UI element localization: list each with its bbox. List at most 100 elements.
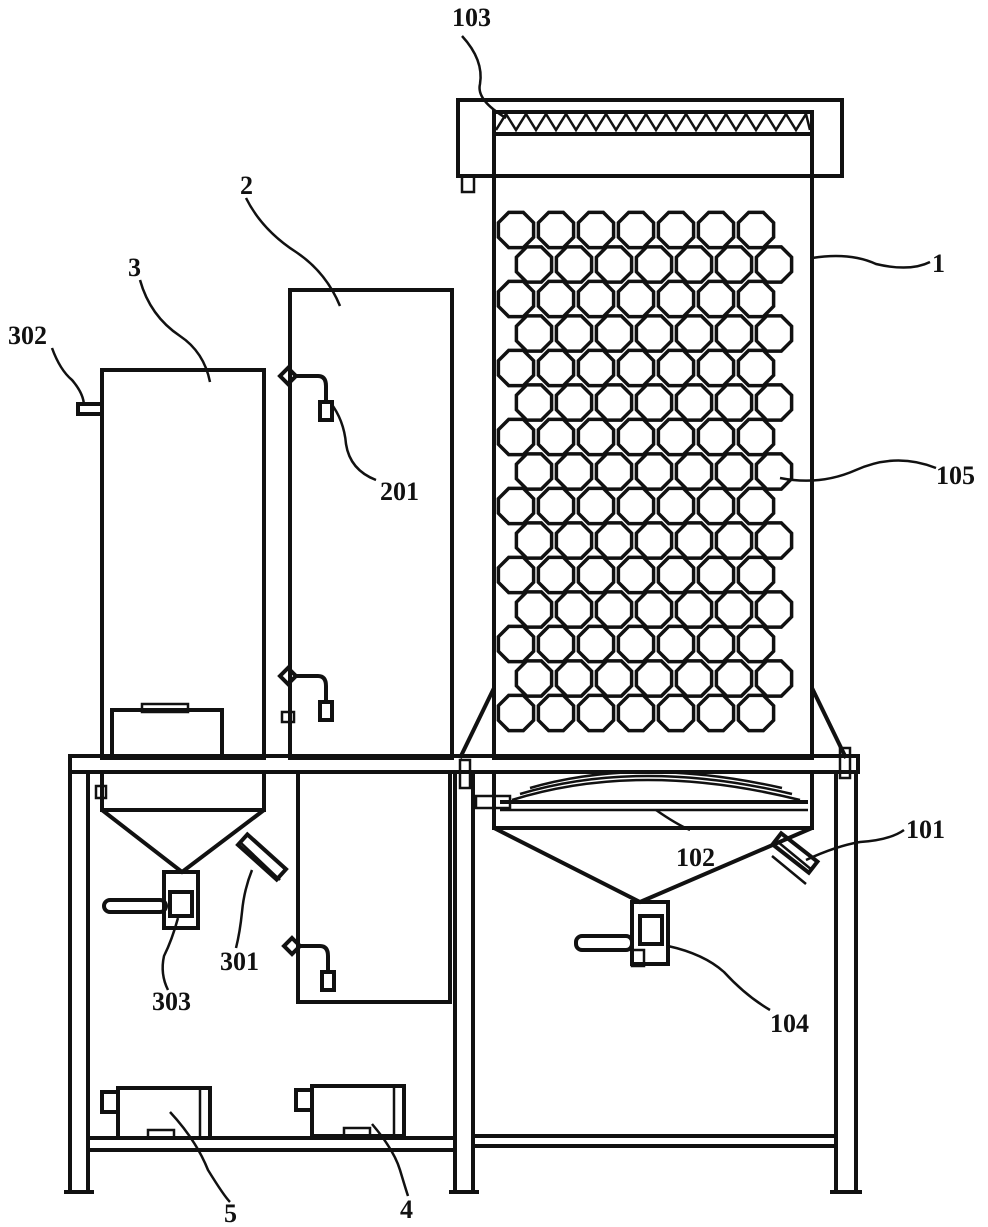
packing-ball [656,348,696,388]
packing-ball [736,555,776,595]
packing-ball [616,417,656,457]
label-102: 102 [676,843,715,872]
packing-ball [536,348,576,388]
packing-ball [616,555,656,595]
packing-ball [736,624,776,664]
gauge-fitting-low [281,935,336,992]
packing-ball [616,210,656,250]
packing-ball [554,659,594,698]
label-105: 105 [936,461,975,490]
packing-ball [754,383,794,422]
packing-ball [736,210,776,250]
packing-ball [754,245,794,284]
top-distributor-103 [456,98,844,178]
packing-ball [634,383,674,422]
packing-ball [576,417,616,457]
label-301: 301 [220,947,259,976]
packing-ball [594,314,634,353]
label-201: 201 [380,477,419,506]
packing-ball [536,279,576,319]
packing-ball [696,417,736,457]
packing-ball [594,590,634,629]
packing-ball [754,314,794,353]
packing-ball [754,659,794,698]
packing-ball [634,659,674,698]
packing-ball [616,348,656,388]
packing-ball [496,279,536,319]
packing-ball [634,314,674,353]
packing-ball [656,555,696,595]
packing-ball [554,245,594,284]
packing-ball [496,624,536,664]
packing-ball [554,590,594,629]
packing-ball [536,624,576,664]
packing-ball [514,452,554,491]
packing-ball [674,452,714,491]
packing-ball [754,590,794,629]
packing-ball [714,590,754,629]
packing-ball [514,590,554,629]
packing-ball [714,383,754,422]
packing-ball [594,521,634,560]
label-101: 101 [906,815,945,844]
label-4: 4 [400,1195,413,1224]
packing-ball [674,314,714,353]
packing-ball [736,279,776,319]
packing-ball [616,624,656,664]
label-302: 302 [8,321,47,350]
packed-column-1 [456,98,848,968]
packing-ball [576,624,616,664]
packing-ball [736,486,776,526]
support-frame [64,746,862,1194]
leader-lines [50,35,937,1203]
reference-labels: 103 1 2 3 302 201 105 101 102 104 301 30… [8,3,975,1227]
outlet-valve-104 [574,900,670,968]
packing-ball [554,521,594,560]
packing-ball [656,693,696,733]
packing-ball [736,417,776,457]
side-port-101 [769,830,821,885]
packing-ball [714,314,754,353]
packing-ball [616,486,656,526]
packing-ball [674,590,714,629]
packing-ball [496,348,536,388]
packing-ball [714,245,754,284]
packing-ball [634,521,674,560]
packing-ball [696,348,736,388]
packing-ball [714,659,754,698]
packing-ball [514,245,554,284]
label-104: 104 [770,1009,809,1038]
packing-ball [554,452,594,491]
packing-ball [656,624,696,664]
packing-ball [616,279,656,319]
packing-ball [696,555,736,595]
packing-ball [536,693,576,733]
packing-ball [674,659,714,698]
packing-ball [656,486,696,526]
packing-ball [696,624,736,664]
label-2: 2 [240,171,253,200]
packing-ball [616,693,656,733]
packing-ball [576,693,616,733]
label-103: 103 [452,3,491,32]
packing-ball [656,417,696,457]
label-303: 303 [152,987,191,1016]
packing-ball [696,210,736,250]
packing-ball [634,452,674,491]
packing-ball [496,555,536,595]
packing-ball [576,348,616,388]
packing-ball [554,383,594,422]
packing-ball [674,383,714,422]
packing-ball [536,555,576,595]
label-5: 5 [224,1199,237,1227]
packing-ball [594,245,634,284]
packing-ball [696,693,736,733]
packing-ball [696,279,736,319]
packing-ball [634,590,674,629]
packing-ball [496,417,536,457]
distributor-102 [511,778,801,802]
outlet-valve-303 [102,870,200,930]
packing-ball [656,279,696,319]
packing-ball [514,383,554,422]
